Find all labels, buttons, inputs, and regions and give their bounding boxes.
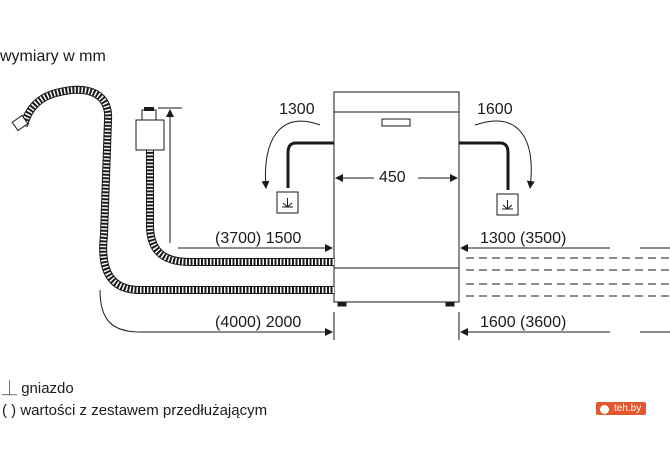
left-lower-hose-label: (4000) 2000 xyxy=(215,314,302,331)
left-height-label: 1300 xyxy=(279,101,315,118)
socket-legend-icon: ⏊ xyxy=(2,380,18,397)
dishwasher-outline xyxy=(333,91,460,307)
inlet-dimension-line xyxy=(158,107,182,243)
right-upper-hose-label: 1300 (3500) xyxy=(480,230,567,247)
left-hose-arrows xyxy=(99,244,335,340)
watermark-text: teh.by xyxy=(614,403,642,414)
legend-extension: ( ) wartości z zestawem przedłużającym xyxy=(2,402,267,420)
right-hose-arrows xyxy=(458,244,670,340)
width-label: 450 xyxy=(379,169,406,186)
right-power-cable xyxy=(459,120,535,190)
right-height-label: 1600 xyxy=(477,101,513,118)
legend-socket: ⏊ gniazdo xyxy=(2,380,74,398)
inlet-hose xyxy=(135,107,334,266)
right-socket-icon xyxy=(496,193,519,216)
units-note: wymiary w mm xyxy=(0,48,106,65)
left-upper-hose-label: (3700) 1500 xyxy=(215,230,302,247)
right-lower-hose-label: 1600 (3600) xyxy=(480,314,567,331)
socket-legend-label: gniazdo xyxy=(21,380,74,397)
left-power-cable xyxy=(261,120,334,189)
watermark-badge: teh.by xyxy=(596,402,647,415)
extension-legend-label: wartości z zestawem przedłużającym xyxy=(20,402,268,419)
drain-hose xyxy=(11,85,334,294)
left-socket-icon xyxy=(276,191,299,214)
extension-legend-symbol: ( ) xyxy=(2,402,17,419)
watermark-logo-icon xyxy=(600,405,609,414)
